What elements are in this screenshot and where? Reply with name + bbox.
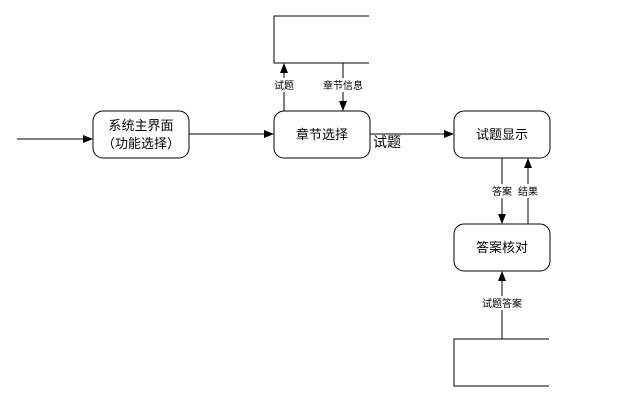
edge-chapter-to-display: 试题 [370, 130, 454, 151]
edge-label-result: 结果 [518, 185, 538, 198]
edge-label-question-answers: 试题答案 [482, 297, 522, 310]
node-main-ui-line1: 系统主界面 [108, 119, 173, 134]
node-answer-check[interactable]: 答案核对 [453, 223, 551, 272]
node-question-display-label: 试题显示 [476, 128, 528, 143]
node-answer-check-label: 答案核对 [476, 240, 528, 256]
node-main-ui[interactable]: 系统主界面 （功能选择） [92, 110, 190, 159]
edge-display-to-check: 答案 [490, 158, 514, 224]
edge-check-to-display: 结果 [516, 158, 540, 224]
top-data-store [273, 15, 369, 64]
edge-label-chapter-info: 章节信息 [323, 79, 363, 92]
node-chapter-select-label: 章节选择 [296, 127, 348, 143]
edge-label-answer: 答案 [492, 185, 512, 198]
edge-label-questions: 试题 [373, 135, 401, 151]
edge-bottom-store-to-check: 试题答案 [479, 271, 525, 339]
edge-label-questions-up: 试题 [274, 79, 294, 92]
edge-top-store-to-chapter: 章节信息 [320, 63, 366, 111]
node-question-display[interactable]: 试题显示 [453, 110, 551, 159]
node-chapter-select[interactable]: 章节选择 [273, 110, 371, 159]
bottom-data-store [453, 338, 549, 387]
edge-chapter-to-top-store: 试题 [272, 63, 296, 111]
node-main-ui-line2: （功能选择） [102, 137, 180, 152]
